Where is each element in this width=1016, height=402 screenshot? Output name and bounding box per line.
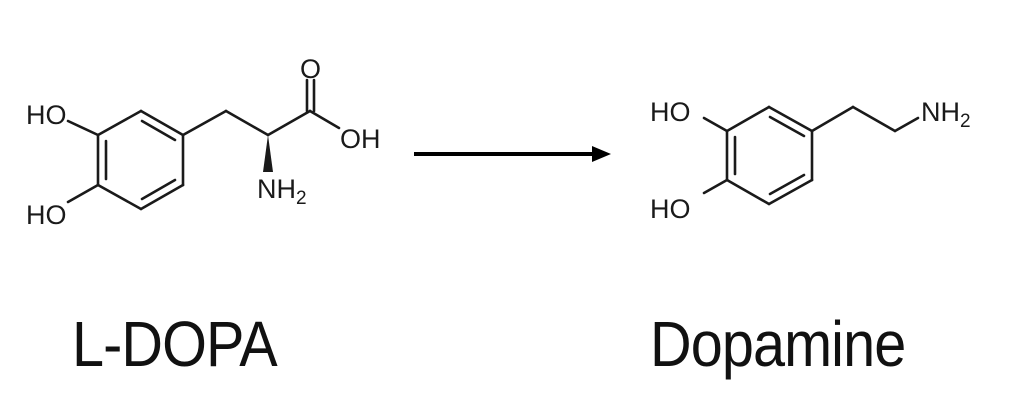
dopamine-ho-top-label: HO (650, 97, 691, 127)
dopamine-structure: HO HO NH2 (650, 97, 971, 224)
l-dopa-ho-bottom-label: HO (26, 200, 67, 230)
l-dopa-ho-top-bond (66, 119, 100, 137)
product-name-label: Dopamine (650, 308, 906, 380)
l-dopa-ho-bottom-bond (66, 183, 100, 204)
l-dopa-carbonyl-o-label: O (300, 54, 321, 84)
l-dopa-amine-label: NH2 (257, 174, 307, 209)
dopamine-ho-bottom-label: HO (650, 194, 691, 224)
l-dopa-benzene-ring (96, 109, 185, 211)
reactant-name-label: L-DOPA (72, 308, 278, 380)
l-dopa-structure: HO HO O OH NH2 (26, 54, 381, 230)
dopamine-benzene-ring (725, 105, 814, 206)
dopamine-ho-bottom-bond (702, 178, 729, 195)
l-dopa-stereo-wedge (263, 135, 273, 172)
reaction-arrow (414, 146, 611, 162)
l-dopa-ho-top-label: HO (26, 100, 67, 130)
dopamine-ho-top-bond (702, 116, 729, 133)
l-dopa-oh-label: OH (340, 124, 381, 154)
arrow-head-icon (592, 146, 611, 162)
dopamine-amine-label: NH2 (921, 97, 971, 132)
